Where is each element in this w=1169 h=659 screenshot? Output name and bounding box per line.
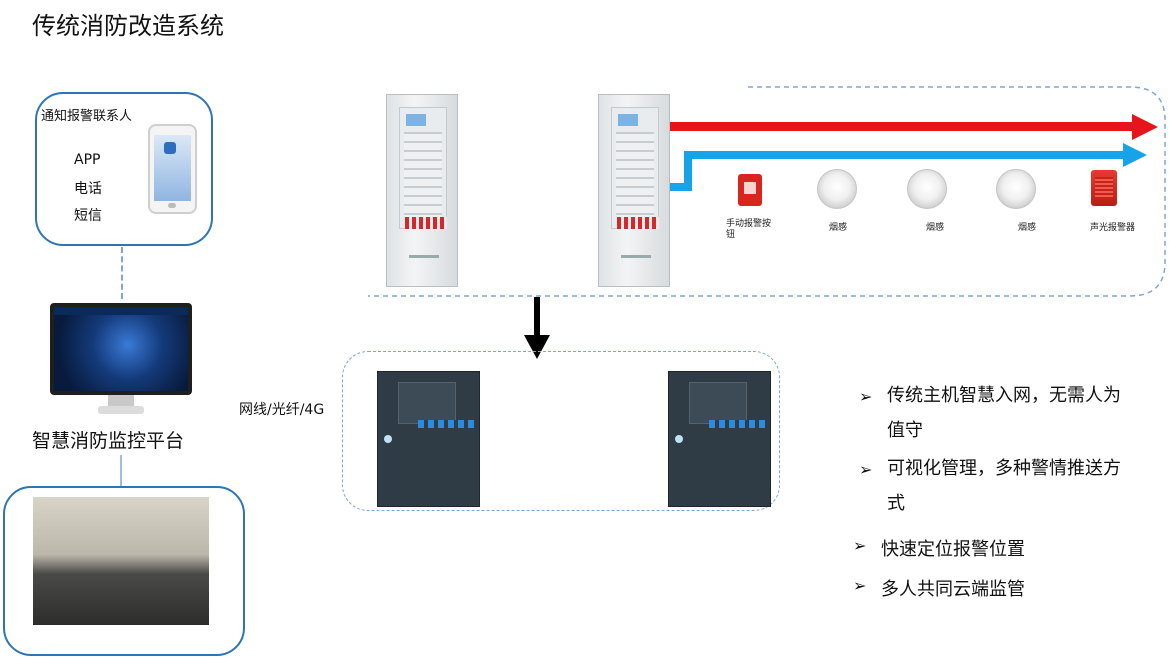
manual-call-point-icon [738, 174, 762, 206]
connector-contacts-platform [121, 247, 123, 299]
arrow-blue-icon [1123, 143, 1147, 167]
contacts-title: 通知报警联系人 [41, 109, 133, 124]
smoke-detector-icon [817, 169, 857, 209]
platform-label: 智慧消防监控平台 [32, 430, 185, 452]
feature-item-4: ➢ 多人共同云端监管 [853, 575, 1131, 601]
device-label-siren: 声光报警器 [1090, 223, 1136, 233]
bullet-arrow-icon: ➢ [853, 536, 867, 555]
contacts-box [35, 92, 213, 246]
connector-platform-room [120, 455, 122, 487]
fire-alarm-host-cabinet-2 [598, 94, 670, 287]
loop-line-red [670, 122, 1136, 131]
device-label-smoke-2: 烟感 [926, 223, 945, 233]
feature-text-1: 传统主机智慧入网，无需人为值守 [887, 385, 1121, 441]
fire-system-region [368, 86, 1166, 297]
contact-method-app: APP [74, 152, 101, 168]
smoke-detector-icon [996, 169, 1036, 209]
feature-item-3: ➢ 快速定位报警位置 [853, 535, 1131, 561]
fire-alarm-host-cabinet-1 [386, 94, 458, 287]
feature-item-1: ➢ 传统主机智慧入网，无需人为值守 [859, 378, 1137, 448]
loop-line-blue [684, 151, 1126, 159]
contact-method-sms: 短信 [74, 208, 102, 224]
bullet-arrow-icon: ➢ [859, 387, 873, 406]
monitor-stand [108, 395, 134, 407]
page-title: 传统消防改造系统 [32, 12, 224, 40]
gateway-region [342, 351, 780, 511]
device-label-smoke-3: 烟感 [1018, 223, 1037, 233]
arrow-red-icon [1132, 114, 1158, 140]
feature-text-4: 多人共同云端监管 [881, 579, 1025, 600]
monitor-base [98, 406, 144, 414]
loop-line-blue-riser [684, 151, 692, 191]
iot-gateway-panel-2 [668, 371, 771, 507]
iot-gateway-panel-1 [377, 371, 480, 507]
monitoring-screen-icon [50, 303, 192, 395]
contact-method-phone: 电话 [74, 181, 102, 197]
control-room-box [3, 486, 245, 656]
control-room-photo [33, 497, 209, 625]
audible-visual-alarm-icon [1091, 170, 1117, 206]
device-label-smoke-1: 烟感 [829, 223, 848, 233]
feature-item-2: ➢ 可视化管理，多种警情推送方式 [859, 451, 1137, 521]
smartphone-icon [148, 124, 197, 214]
device-label-manual-call-point: 手动报警按钮 [726, 219, 772, 240]
smoke-detector-icon [907, 169, 947, 209]
feature-text-3: 快速定位报警位置 [881, 539, 1025, 560]
feature-text-2: 可视化管理，多种警情推送方式 [887, 458, 1121, 514]
bullet-arrow-icon: ➢ [859, 460, 873, 479]
bullet-arrow-icon: ➢ [853, 576, 867, 595]
loop-line-blue-vertical-seg [670, 183, 692, 191]
network-label: 网线/光纤/4G [239, 402, 325, 418]
down-arrow-icon [524, 297, 550, 359]
